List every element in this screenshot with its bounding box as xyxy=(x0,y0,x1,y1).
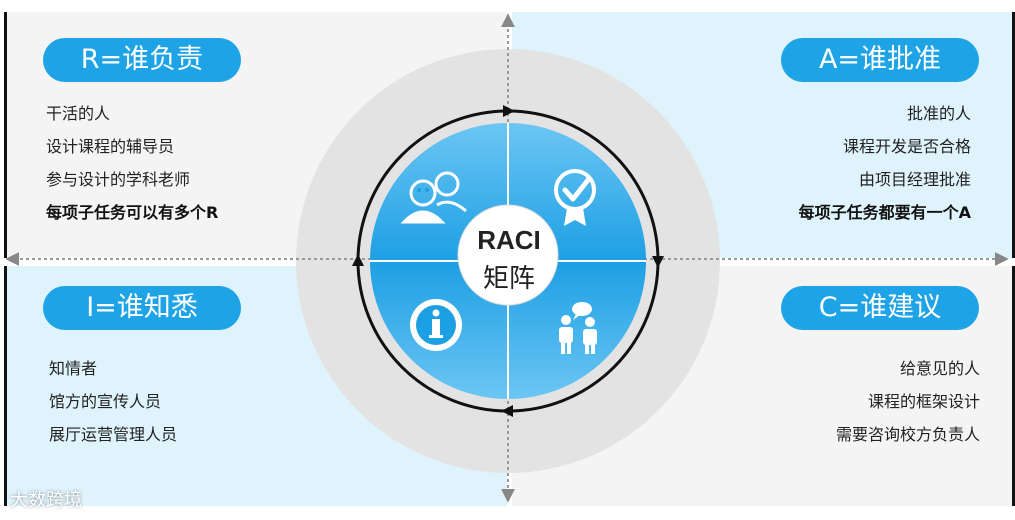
list-item: 展厅运营管理人员 xyxy=(49,425,178,444)
discussion-icon xyxy=(559,302,597,354)
list-item: 干活的人 xyxy=(46,104,111,123)
list-item: 馆方的宣传人员 xyxy=(49,392,162,411)
list-item: 由项目经理批准 xyxy=(858,170,971,189)
accountable-rule: 每项子任务都要有一个A xyxy=(798,203,971,222)
watermark: 大数跨境 xyxy=(10,490,82,511)
checkmark-badge-icon xyxy=(554,169,596,226)
accountable-heading: A=谁批准 xyxy=(781,38,979,82)
responsible-heading: R=谁负责 xyxy=(43,38,241,82)
list-item: 设计课程的辅导员 xyxy=(46,137,175,156)
consulted-list: 给意见的人 课程的框架设计 需要咨询校方负责人 xyxy=(836,352,980,451)
informed-list: 知情者 馆方的宣传人员 展厅运营管理人员 xyxy=(49,352,177,451)
center-disc xyxy=(457,204,559,306)
list-item: 需要咨询校方负责人 xyxy=(835,425,980,444)
list-item: 知情者 xyxy=(49,359,98,378)
list-item: 课程开发是否合格 xyxy=(842,137,971,156)
responsible-list: 干活的人 设计课程的辅导员 参与设计的学科老师 每项子任务可以有多个R xyxy=(46,97,218,229)
consulted-heading: C=谁建议 xyxy=(781,286,979,330)
center-subtitle: 矩阵 xyxy=(482,264,535,294)
responsible-rule: 每项子任务可以有多个R xyxy=(46,203,219,222)
info-icon xyxy=(410,299,462,351)
people-icon xyxy=(400,171,467,224)
center-title: RACI xyxy=(477,225,541,255)
list-item: 给意见的人 xyxy=(899,359,980,378)
informed-heading: I=谁知悉 xyxy=(43,286,241,330)
list-item: 批准的人 xyxy=(906,104,971,123)
accountable-list: 批准的人 课程开发是否合格 由项目经理批准 每项子任务都要有一个A xyxy=(799,97,971,229)
cycle-arrows xyxy=(352,105,664,417)
list-item: 参与设计的学科老师 xyxy=(46,170,191,189)
list-item: 课程的框架设计 xyxy=(867,392,980,411)
